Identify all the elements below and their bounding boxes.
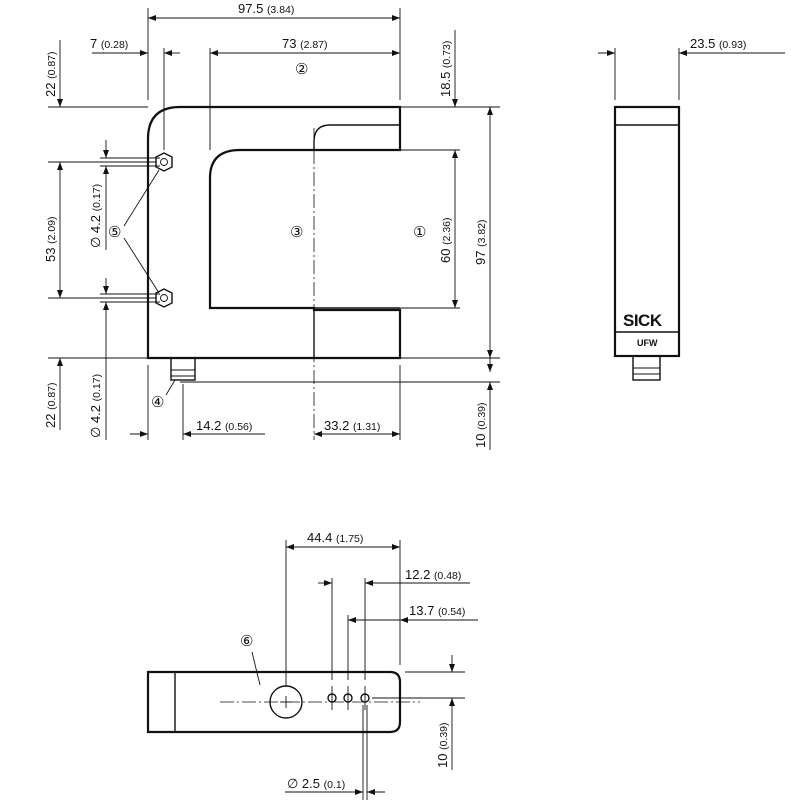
dim-height-22-bottom: 22 (0.87): [43, 382, 58, 428]
model-label: UFW: [637, 338, 658, 348]
hex-nut-icon: [155, 152, 173, 172]
callout-1: ①: [413, 224, 426, 241]
dim-height-53: 53 (2.09): [43, 216, 58, 262]
dim-height-18-5: 18.5 (0.73): [438, 41, 453, 97]
dim-width-44-4: 44.4 (1.75): [307, 530, 363, 545]
dim-hole-4-2-lower: ∅ 4.2 (0.17): [88, 374, 103, 438]
callout-3: ③: [290, 224, 303, 241]
dim-height-60: 60 (2.36): [438, 217, 453, 263]
dim-height-22-top: 22 (0.87): [43, 51, 58, 97]
dim-width-13-7: 13.7 (0.54): [409, 603, 465, 618]
fork-body-outline: [146, 105, 402, 360]
front-view: 97.5 (3.84) 73 (2.87) 7 (0.28) 22 (0.87)…: [43, 1, 500, 450]
top-housing: [146, 670, 402, 734]
callout-6: ⑥: [240, 633, 253, 650]
upper-arm-inner: [313, 124, 400, 150]
dim-width-33-2: 33.2 (1.31): [324, 418, 380, 433]
dim-width-12-2: 12.2 (0.48): [405, 567, 461, 582]
dim-width-7: 7 (0.28): [90, 36, 128, 51]
slot-inner: [209, 149, 400, 308]
dim-height-10-front: 10 (0.39): [473, 402, 488, 448]
connector-icon: [170, 357, 196, 381]
hex-nut-icon: [155, 288, 173, 308]
dim-diameter-2-5: ∅ 2.5 (0.1): [287, 776, 345, 791]
dim-hole-4-2-upper: ∅ 4.2 (0.17): [88, 184, 103, 248]
connector-icon: [632, 355, 661, 381]
dim-height-97: 97 (3.82): [473, 219, 488, 265]
callout-4: ④: [151, 394, 164, 411]
dim-depth-23-5: 23.5 (0.93): [690, 36, 746, 51]
dim-width-97-5: 97.5 (3.84): [238, 1, 294, 16]
dim-width-73: 73 (2.87): [282, 36, 328, 51]
callout-5: ⑤: [108, 224, 121, 241]
brand-logo: SICK: [623, 311, 663, 330]
dim-height-10-top: 10 (0.39): [435, 722, 450, 768]
callout-2: ②: [295, 61, 308, 78]
top-view: 44.4 (1.75) 12.2 (0.48) 13.7 (0.54) 10 (…: [146, 530, 478, 800]
dim-width-14-2: 14.2 (0.56): [196, 418, 252, 433]
led-indicator-icon: [327, 693, 370, 703]
side-view: SICK UFW 23.5 (0.93): [598, 36, 785, 381]
